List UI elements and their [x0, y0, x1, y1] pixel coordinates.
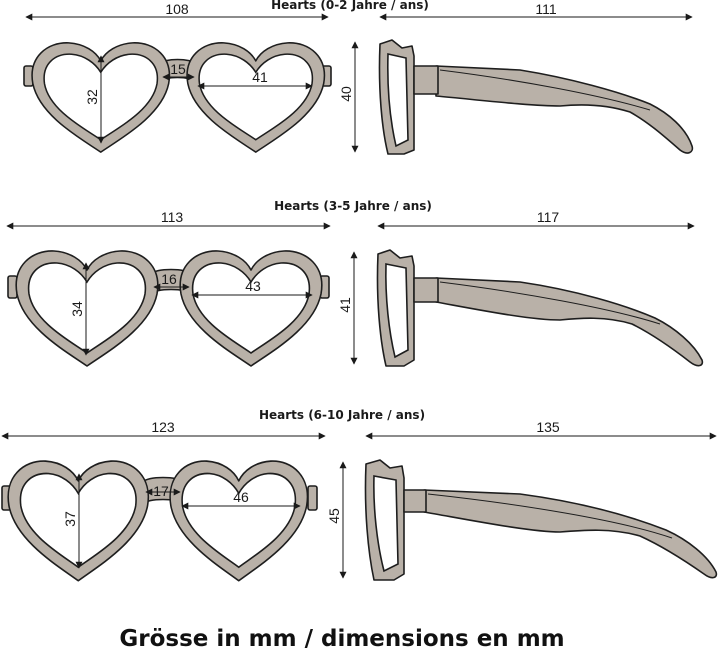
units-caption: Grösse in mm / dimensions en mm [119, 626, 564, 652]
model-0-2-group: Hearts (0-2 Jahre / ans) 108 111 32 15 [23, 0, 694, 155]
frame-height-label: 45 [326, 508, 342, 524]
side-view-frame [376, 249, 704, 367]
front-view-frame [1, 460, 318, 582]
bridge-label: 16 [161, 271, 177, 287]
bridge-label: 17 [153, 483, 169, 499]
total-width-label: 108 [165, 1, 189, 17]
front-view-frame [7, 250, 330, 367]
lens-width-label: 43 [245, 278, 261, 294]
side-view-frame [378, 39, 694, 155]
model-6-10-group: Hearts (6-10 Jahre / ans) 123 135 37 17 … [1, 408, 718, 582]
model-3-5-title: Hearts (3-5 Jahre / ans) [274, 199, 432, 213]
model-3-5-group: Hearts (3-5 Jahre / ans) 113 117 34 16 4… [6, 199, 704, 367]
lens-height-label: 32 [84, 89, 100, 105]
model-0-2-title: Hearts (0-2 Jahre / ans) [271, 0, 429, 12]
model-6-10-title: Hearts (6-10 Jahre / ans) [259, 408, 425, 422]
front-view-frame [23, 42, 332, 153]
total-width-label: 123 [151, 419, 175, 435]
temple-length-label: 117 [537, 209, 560, 225]
lens-height-label: 34 [69, 301, 85, 317]
lens-height-label: 37 [62, 511, 78, 527]
lens-width-label: 46 [233, 489, 249, 505]
frame-height-label: 41 [337, 297, 353, 313]
total-width-label: 113 [161, 209, 184, 225]
side-view-frame [364, 459, 718, 581]
bridge-label: 15 [170, 61, 186, 77]
lens-width-label: 41 [252, 69, 268, 85]
temple-length-label: 135 [536, 419, 560, 435]
frame-height-label: 40 [338, 86, 354, 102]
temple-length-label: 111 [535, 1, 556, 17]
